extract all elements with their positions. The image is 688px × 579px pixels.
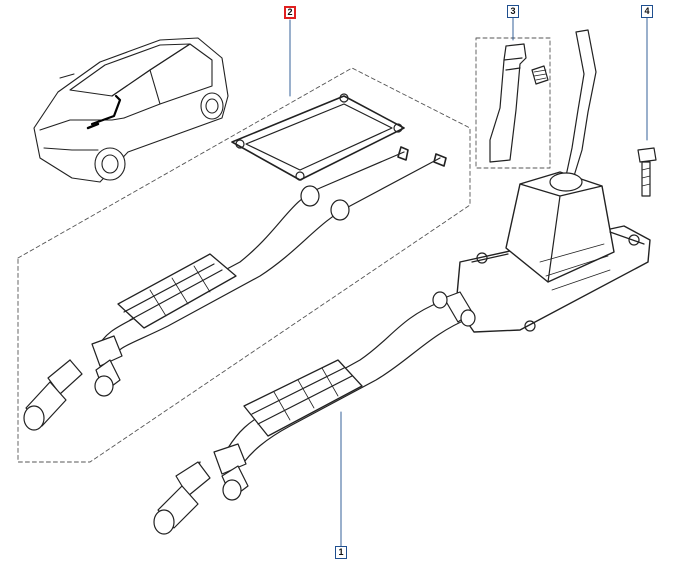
callout-3[interactable]: 3: [507, 5, 519, 18]
car-illustration: [33, 37, 229, 183]
kit-2-boundary: [17, 67, 471, 463]
shift-lever-housing: [443, 29, 651, 333]
cable-assembly-lower: [153, 291, 476, 535]
leader-lines: [289, 17, 648, 547]
housing-gasket: [231, 93, 405, 181]
callout-2[interactable]: 2: [284, 6, 296, 19]
part-3-lever-sleeve: [489, 43, 549, 163]
callout-1[interactable]: 1: [335, 546, 347, 559]
part-4-bolt: [637, 147, 657, 197]
cable-assembly-upper: [23, 146, 447, 431]
callout-4[interactable]: 4: [641, 5, 653, 18]
